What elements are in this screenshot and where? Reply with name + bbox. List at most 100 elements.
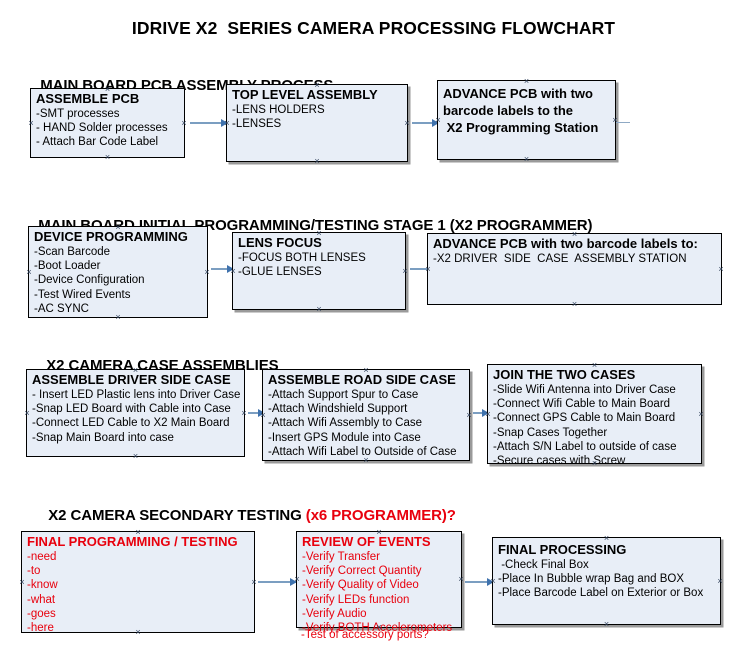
node-final-processing[interactable]: FINAL PROCESSING -Check Final Box -Place… <box>492 537 721 625</box>
node-line: -Verify Transfer <box>302 551 380 563</box>
node-lens-focus[interactable]: LENS FOCUS -FOCUS BOTH LENSES -GLUE LENS… <box>232 232 406 310</box>
connection-handle-left[interactable] <box>490 578 497 585</box>
node-line: -Attach Windshield Support <box>268 403 408 416</box>
connection-handle-bottom[interactable] <box>523 156 530 163</box>
node-top-level-assembly[interactable]: TOP LEVEL ASSEMBLY -LENS HOLDERS -LENSES <box>226 84 408 162</box>
connection-handle-top[interactable] <box>363 367 370 374</box>
node-assemble-road-side-case[interactable]: ASSEMBLE ROAD SIDE CASE -Attach Support … <box>262 369 470 461</box>
connection-handle-left[interactable] <box>224 120 231 127</box>
node-line: -here <box>27 622 54 635</box>
node-line: -Snap LED Board with Cable into Case <box>32 403 231 416</box>
node-line: -Connect Wifi Cable to Main Board <box>493 398 671 411</box>
page-title: IDRIVE X2 SERIES CAMERA PROCESSING FLOWC… <box>131 18 616 38</box>
connection-handle-right[interactable] <box>466 412 473 419</box>
node-line: - HAND Solder processes <box>36 122 168 135</box>
node-line: -Slide Wifi Antenna into Driver Case <box>493 384 676 396</box>
node-line: -X2 DRIVER SIDE CASE ASSEMBLY STATION <box>433 253 687 265</box>
connection-handle-left[interactable] <box>425 266 432 273</box>
node-line: -Connect LED Cable to X2 Main Board <box>32 417 230 430</box>
connection-handle-bottom[interactable] <box>314 158 321 165</box>
node-line: -need <box>27 551 57 563</box>
node-line: -LENS HOLDERS <box>232 104 325 116</box>
connection-handle-bottom[interactable] <box>135 629 142 636</box>
connection-handle-left[interactable] <box>294 576 301 583</box>
node-line: -Place Barcode Label on Exterior or Box <box>498 587 704 600</box>
node-line: - Insert LED Plastic lens into Driver Ca… <box>32 389 241 401</box>
node-line: -GLUE LENSES <box>238 266 322 279</box>
connection-handle-top[interactable] <box>376 529 383 536</box>
connection-handle-top[interactable] <box>314 82 321 89</box>
connection-handle-left[interactable] <box>435 117 442 124</box>
connection-handle-right[interactable] <box>204 269 211 276</box>
node-assemble-driver-side-case[interactable]: ASSEMBLE DRIVER SIDE CASE - Insert LED P… <box>26 369 245 457</box>
node-title: ASSEMBLE PCB <box>36 91 140 106</box>
node-title: TOP LEVEL ASSEMBLY <box>232 87 378 102</box>
node-final-programming-testing[interactable]: FINAL PROGRAMMING / TESTING -need -to -k… <box>19 529 258 636</box>
connection-handle-right[interactable] <box>718 266 725 273</box>
connection-handle-top[interactable] <box>603 535 610 542</box>
connection-handle-bottom[interactable] <box>104 154 111 161</box>
node-advance-pcb-driver-side-station[interactable]: ADVANCE PCB with two barcode labels to: … <box>427 233 722 305</box>
node-line: -Test Wired Events <box>34 288 131 301</box>
connection-handle-bottom[interactable] <box>603 621 610 628</box>
connection-handle-right[interactable] <box>402 268 409 275</box>
node-line: -FOCUS BOTH LENSES <box>238 252 366 264</box>
connection-handle-left[interactable] <box>230 268 237 275</box>
connection-handle-bottom[interactable] <box>363 457 370 464</box>
connection-handle-bottom[interactable] <box>115 314 122 321</box>
node-title: ADVANCE PCB with two barcode labels to t… <box>443 86 599 135</box>
node-line: -SMT processes <box>36 108 120 120</box>
node-line: -Insert GPS Module into Case <box>268 431 421 444</box>
connection-handle-left[interactable] <box>24 410 31 417</box>
node-join-the-two-cases[interactable]: JOIN THE TWO CASES -Slide Wifi Antenna i… <box>485 362 705 467</box>
connection-handle-right[interactable] <box>717 578 724 585</box>
connection-handle-right[interactable] <box>241 410 248 417</box>
connection-handle-top[interactable] <box>571 231 578 238</box>
connection-handle-bottom[interactable] <box>132 453 139 460</box>
node-line: -Attach Support Spur to Case <box>268 389 419 401</box>
node-line: -Boot Loader <box>34 260 101 273</box>
node-line: -LENSES <box>232 118 282 131</box>
arrow-assemble-pcb-to-top-level-assembly <box>190 118 228 127</box>
connection-handle-top[interactable] <box>115 224 122 231</box>
node-line: -what <box>27 593 56 606</box>
connection-handle-left[interactable] <box>260 412 267 419</box>
connection-handle-right[interactable] <box>458 576 465 583</box>
connection-handle-right[interactable] <box>404 120 411 127</box>
node-advance-pcb-programming-station[interactable]: ADVANCE PCB with two barcode labels to t… <box>437 80 616 160</box>
node-line: -Secure cases with Screw <box>493 455 626 468</box>
connector-stub-right <box>616 122 630 124</box>
connection-handle-top[interactable] <box>132 367 139 374</box>
connection-handle-bottom[interactable] <box>571 301 578 308</box>
connection-handle-left[interactable] <box>26 269 33 276</box>
node-title: LENS FOCUS <box>238 235 322 250</box>
node-line: -Attach Wifi Label to Outside of Case <box>268 445 457 458</box>
node-title: REVIEW OF EVENTS <box>302 534 431 549</box>
connection-handle-left[interactable] <box>28 120 35 127</box>
connection-handle-top[interactable] <box>135 529 142 536</box>
connection-handle-bottom[interactable] <box>591 460 598 467</box>
node-line: -know <box>27 579 58 592</box>
node-title: FINAL PROCESSING <box>498 542 627 557</box>
connection-handle-top[interactable] <box>591 362 598 369</box>
connection-handle-top[interactable] <box>523 78 530 85</box>
connection-handle-right[interactable] <box>251 579 258 586</box>
connection-handle-bottom[interactable] <box>316 306 323 313</box>
node-line: -Attach Wifi Assembly to Case <box>268 417 423 430</box>
connection-handle-right[interactable] <box>181 120 188 127</box>
node-line: -Verify LEDs function <box>302 593 410 606</box>
node-assemble-pcb[interactable]: ASSEMBLE PCB -SMT processes - HAND Solde… <box>30 88 185 158</box>
connection-handle-top[interactable] <box>104 86 111 93</box>
node-device-programming[interactable]: DEVICE PROGRAMMING -Scan Barcode -Boot L… <box>28 226 208 318</box>
node-title: DEVICE PROGRAMMING <box>34 229 188 244</box>
node-title: FINAL PROGRAMMING / TESTING <box>27 534 238 549</box>
node-line: -AC SYNC <box>34 302 89 315</box>
connection-handle-left[interactable] <box>19 579 26 586</box>
node-line: -Check Final Box <box>498 559 589 571</box>
node-review-of-events[interactable]: REVIEW OF EVENTS -Verify Transfer -Verif… <box>294 529 465 634</box>
connection-handle-right[interactable] <box>698 411 705 418</box>
node-line: -Verify Quality of Video <box>302 579 419 592</box>
node-line: -Verify BOTH Accelerometers <box>302 622 453 635</box>
connection-handle-left[interactable] <box>485 411 492 418</box>
connection-handle-top[interactable] <box>316 230 323 237</box>
